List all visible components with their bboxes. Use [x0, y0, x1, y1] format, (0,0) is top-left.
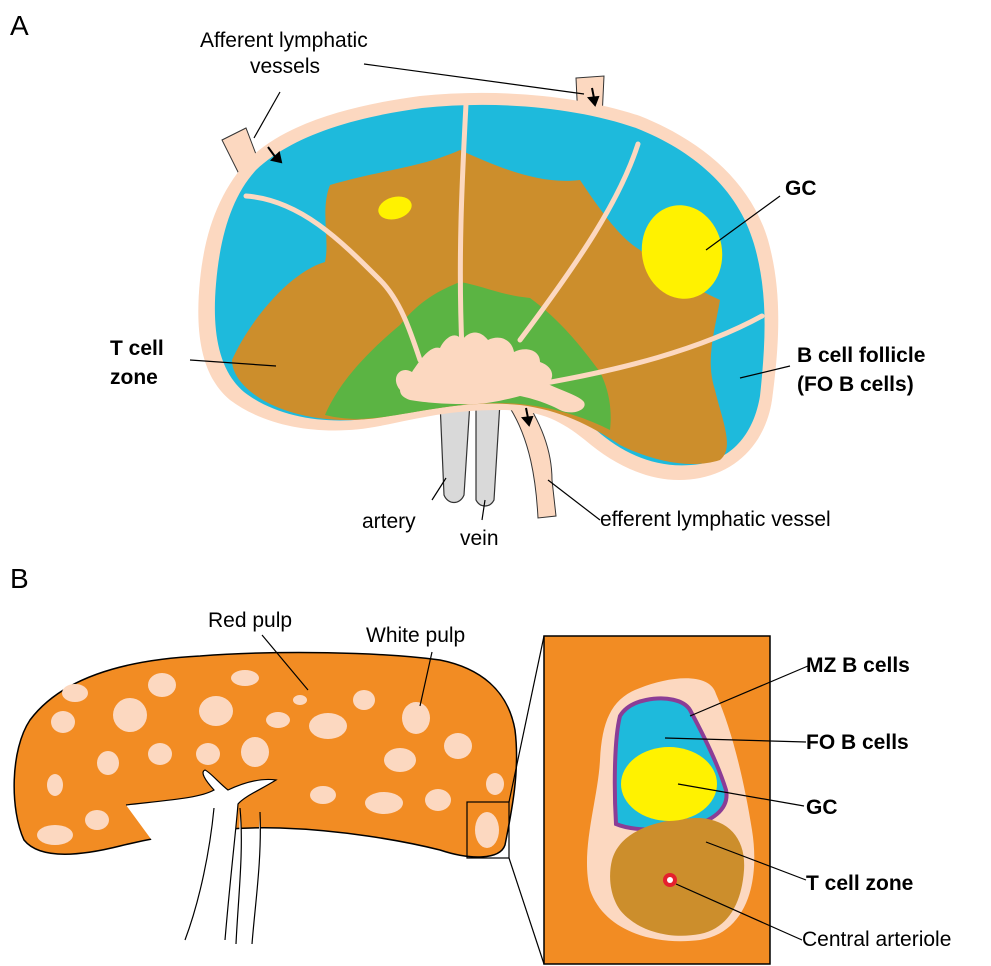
gc-label-b: GC: [806, 796, 838, 819]
central-arteriole-label: Central arteriole: [802, 928, 951, 951]
red-pulp-label: Red pulp: [208, 609, 292, 632]
efferent-label: efferent lymphatic vessel: [600, 508, 831, 531]
b-cell-follicle-label-line2: (FO B cells): [797, 373, 914, 396]
artery-label: artery: [362, 510, 416, 533]
central-arteriole-lumen: [667, 877, 673, 883]
artery: [440, 402, 470, 503]
t-cell-zone-label-line1: T cell: [110, 337, 164, 360]
mz-b-cells-label: MZ B cells: [806, 654, 910, 677]
white-pulp-inset: MZ B cells FO B cells GC T cell zone Cen…: [544, 636, 951, 964]
white-pulp-label: White pulp: [366, 624, 465, 647]
gc-label-a: GC: [785, 177, 817, 200]
vein-label: vein: [460, 527, 499, 550]
spleen-diagram: B: [10, 563, 544, 964]
afferent-label-line1: Afferent lymphatic: [200, 29, 368, 52]
germinal-center-inset: [621, 747, 717, 821]
zoom-line-top: [509, 636, 544, 802]
t-cell-zone-label-line2: zone: [110, 366, 158, 389]
fo-b-cells-label: FO B cells: [806, 731, 909, 754]
zoom-line-bottom: [509, 858, 544, 964]
panel-a-letter: A: [10, 10, 29, 41]
vein: [476, 402, 500, 506]
t-cell-zone-label-b: T cell zone: [806, 872, 913, 895]
afferent-label-line2: vessels: [250, 55, 320, 78]
t-cell-zone-inset: [610, 818, 744, 936]
lymph-node-diagram: A Afferent lymphatic vessels GC T cell z…: [10, 10, 925, 550]
b-cell-follicle-label-line1: B cell follicle: [797, 344, 925, 367]
panel-b-letter: B: [10, 563, 29, 594]
